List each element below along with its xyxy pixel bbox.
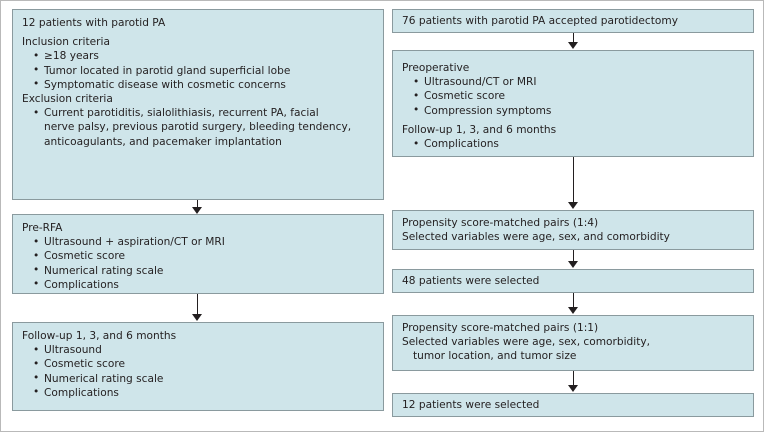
list-item: Tumor located in parotid gland superfici…	[32, 63, 374, 78]
right-box5-line2: Selected variables were age, sex, comorb…	[402, 336, 651, 349]
list-item: Numerical rating scale	[32, 371, 374, 386]
right-box-48-selected: 48 patients were selected	[392, 269, 754, 293]
left-box-followup: Follow-up 1, 3, and 6 months Ultrasound …	[12, 322, 384, 411]
list-item: Symptomatic disease with cosmetic concer…	[32, 77, 374, 92]
left-box1-inclusion-label: Inclusion criteria	[22, 36, 110, 49]
arrow-down-icon	[568, 293, 579, 315]
list-item: Ultrasound/CT or MRI	[412, 75, 744, 89]
right-box2-sublist: Complications	[402, 137, 744, 151]
arrow-down-icon	[568, 250, 579, 269]
left-box1-title: 12 patients with parotid PA	[22, 17, 166, 29]
left-box2-title: Pre-RFA	[22, 222, 63, 234]
right-box2-subtitle: Follow-up 1, 3, and 6 months	[402, 123, 557, 136]
right-box-cohort: 76 patients with parotid PA accepted par…	[392, 9, 754, 33]
list-item: Complications	[32, 385, 374, 400]
left-box1-inclusion-list: ≥18 years Tumor located in parotid gland…	[22, 49, 374, 92]
list-item: ≥18 years	[32, 49, 374, 63]
arrow-down-icon	[192, 200, 203, 214]
right-box-preoperative: Preoperative Ultrasound/CT or MRI Cosmet…	[392, 50, 754, 157]
list-item: Ultrasound + aspiration/CT or MRI	[32, 235, 374, 249]
arrow-down-icon	[568, 33, 579, 50]
list-item: Ultrasound	[32, 343, 374, 357]
list-item: Complications	[412, 137, 744, 151]
right-box4-title: 48 patients were selected	[402, 275, 540, 287]
right-box-psm-1to1: Propensity score-matched pairs (1:1) Sel…	[392, 315, 754, 371]
list-item: Cosmetic score	[32, 249, 374, 263]
arrow-down-icon	[568, 371, 579, 393]
right-box5-line1: Propensity score-matched pairs (1:1)	[402, 322, 599, 334]
right-box3-line2: Selected variables were age, sex, and co…	[402, 231, 670, 244]
right-box5-line3: tumor location, and tumor size	[413, 350, 577, 363]
left-box1-exclusion-label: Exclusion criteria	[22, 93, 113, 106]
left-box3-list: Ultrasound Cosmetic score Numerical rati…	[22, 343, 374, 400]
list-item: Compression symptoms	[412, 103, 744, 118]
right-box-psm-1to4: Propensity score-matched pairs (1:4) Sel…	[392, 210, 754, 250]
right-box-12-selected: 12 patients were selected	[392, 393, 754, 417]
arrow-down-icon	[568, 157, 579, 210]
list-item: Complications	[32, 277, 374, 292]
left-box2-list: Ultrasound + aspiration/CT or MRI Cosmet…	[22, 235, 374, 292]
list-item: Cosmetic score	[32, 357, 374, 371]
right-box2-list: Ultrasound/CT or MRI Cosmetic score Comp…	[402, 75, 744, 118]
arrow-down-icon	[192, 294, 203, 322]
right-box1-title: 76 patients with parotid PA accepted par…	[402, 15, 678, 27]
list-item: Numerical rating scale	[32, 263, 374, 278]
left-box-inclusion-exclusion: 12 patients with parotid PA Inclusion cr…	[12, 9, 384, 200]
list-item: Current parotiditis, sialolithiasis, rec…	[32, 106, 374, 149]
right-box3-line1: Propensity score-matched pairs (1:4)	[402, 217, 599, 229]
right-box2-title: Preoperative	[402, 62, 470, 74]
left-box3-title: Follow-up 1, 3, and 6 months	[22, 330, 177, 342]
left-box1-exclusion-list: Current parotiditis, sialolithiasis, rec…	[22, 106, 374, 149]
right-box6-title: 12 patients were selected	[402, 399, 540, 411]
left-box-pre-rfa: Pre-RFA Ultrasound + aspiration/CT or MR…	[12, 214, 384, 294]
list-item: Cosmetic score	[412, 89, 744, 103]
